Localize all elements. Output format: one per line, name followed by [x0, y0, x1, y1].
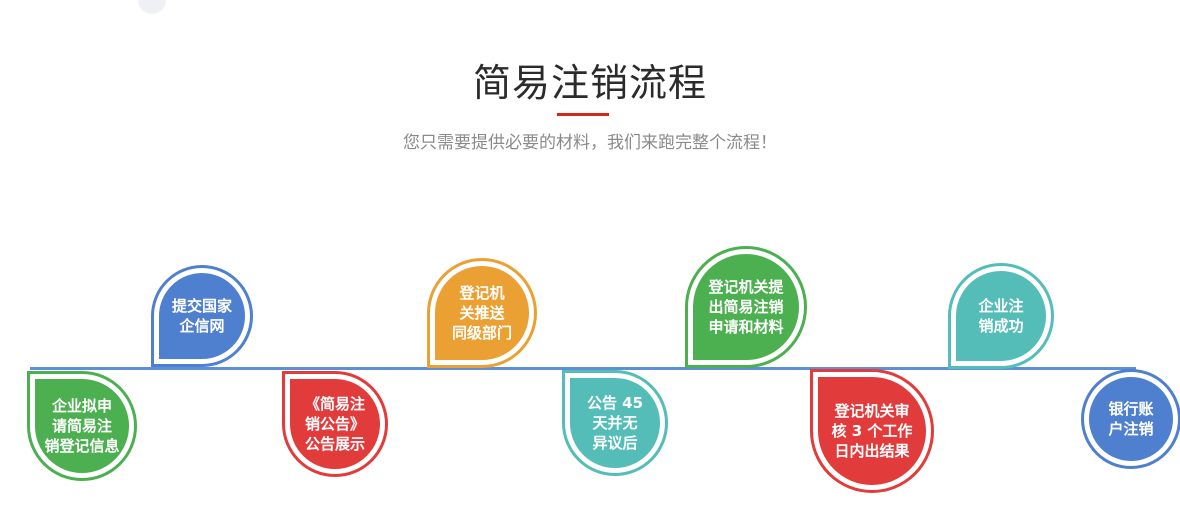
step-7-review-result: 登记机关审 核 3 个工作 日内出结果 — [813, 372, 931, 490]
step-3-public-notice: 《简易注 销公告》 公告展示 — [285, 374, 385, 474]
page-title: 简易注销流程 — [472, 61, 707, 105]
step-4-push-departments: 登记机 关推送 同级部门 — [430, 261, 534, 365]
step-2-submit-credit-site: 提交国家 企信网 — [154, 268, 250, 364]
step-8-deregistration-success: 企业注 销成功 — [951, 266, 1051, 366]
corner-decoration — [138, 0, 166, 14]
step-5-no-objection: 公告 45 天并无 异议后 — [565, 373, 665, 473]
step-1-apply-info: 企业拟申 请简易注 销登记信息 — [30, 374, 134, 478]
timeline-line — [30, 367, 1136, 370]
step-9-bank-account-closure: 银行账 户注销 — [1084, 372, 1178, 466]
title-underline — [557, 113, 609, 116]
step-6-submit-materials: 登记机关提 出简易注销 申请和材料 — [688, 249, 804, 365]
page-subtitle: 您只需要提供必要的材料，我们来跑完整个流程！ — [403, 133, 777, 153]
